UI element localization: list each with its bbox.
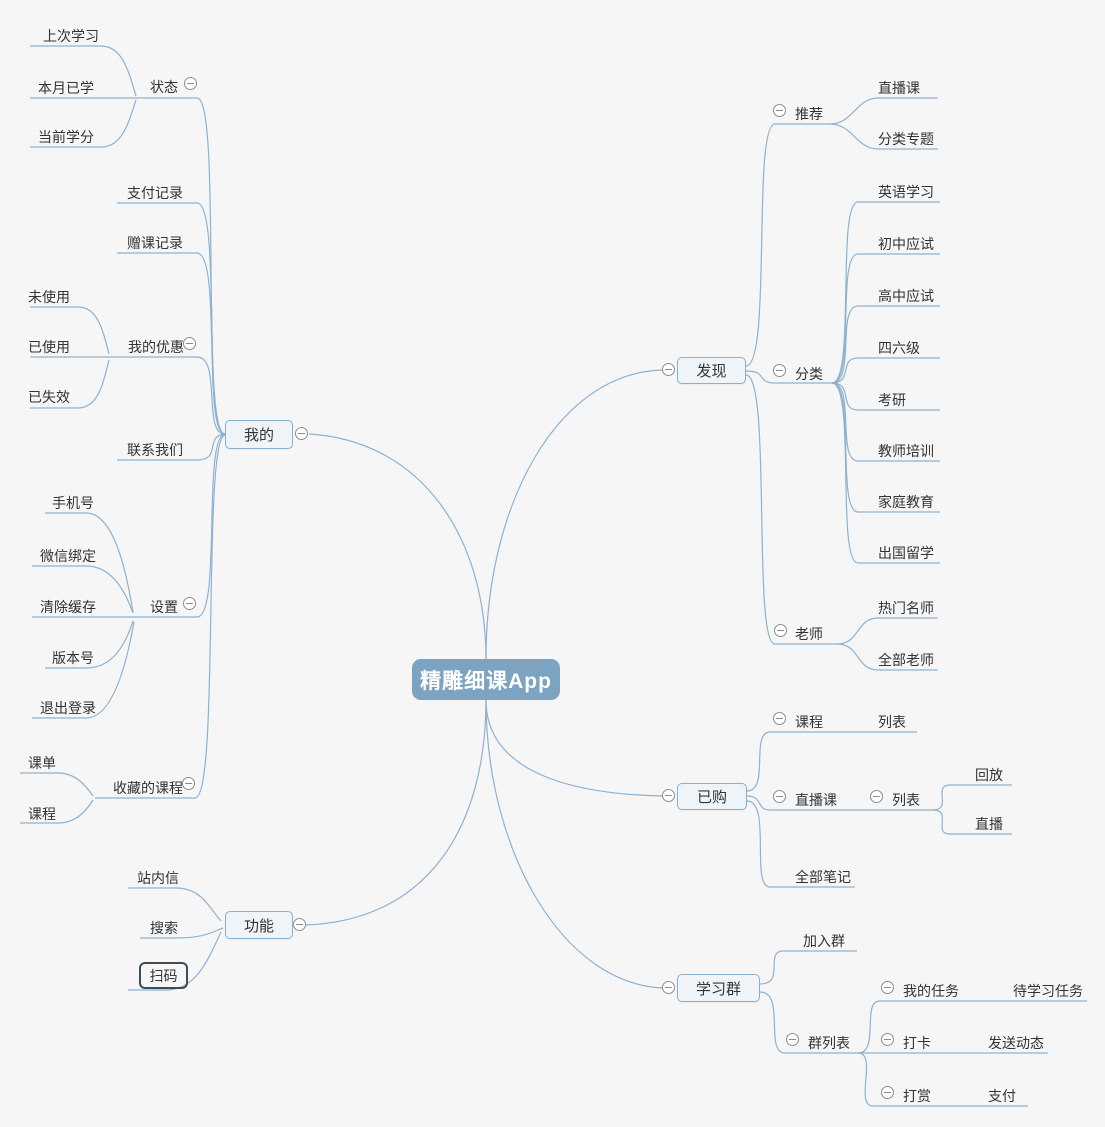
node-coupons[interactable]: 我的优惠	[128, 339, 184, 355]
node-join-group[interactable]: 加入群	[803, 933, 845, 949]
node-purchased-live-list[interactable]: 列表	[892, 792, 920, 808]
mine-branch-lines	[20, 45, 226, 824]
node-purchased[interactable]: 已购	[677, 783, 747, 810]
collapse-icon-features[interactable]	[293, 918, 306, 931]
node-mine[interactable]: 我的	[225, 420, 293, 449]
features-branch-lines	[128, 887, 224, 991]
node-category-teacher-training[interactable]: 教师培训	[878, 443, 934, 459]
collapse-icon-group-list[interactable]	[786, 1033, 799, 1046]
purchased-branch-lines	[746, 731, 1012, 888]
collapse-icon-favorites[interactable]	[182, 777, 195, 790]
collapse-icon-courses[interactable]	[773, 712, 786, 725]
node-purchased-courses[interactable]: 课程	[795, 714, 823, 730]
node-inbox[interactable]: 站内信	[137, 870, 179, 886]
node-all-notes[interactable]: 全部笔记	[795, 869, 851, 885]
node-category-kaoyan[interactable]: 考研	[878, 392, 906, 408]
node-purchased-courses-list[interactable]: 列表	[878, 714, 906, 730]
node-scan-selected[interactable]: 扫码	[139, 962, 188, 989]
node-category-senior[interactable]: 高中应试	[878, 288, 934, 304]
node-reward-pay[interactable]: 支付	[988, 1088, 1016, 1104]
node-favorites-course[interactable]: 课程	[28, 806, 56, 822]
node-discover[interactable]: 发现	[677, 357, 746, 384]
node-coupons-unused[interactable]: 未使用	[28, 289, 70, 305]
collapse-icon-checkin[interactable]	[881, 1033, 894, 1046]
node-recommend-topics[interactable]: 分类专题	[878, 131, 934, 147]
node-month-studied[interactable]: 本月已学	[38, 80, 94, 96]
node-contact-us[interactable]: 联系我们	[127, 442, 183, 458]
node-settings-logout[interactable]: 退出登录	[40, 700, 96, 716]
node-recommend-live[interactable]: 直播课	[878, 80, 920, 96]
node-settings[interactable]: 设置	[150, 599, 178, 615]
node-live-now[interactable]: 直播	[975, 816, 1003, 832]
node-settings-clear-cache[interactable]: 清除缓存	[40, 599, 96, 615]
collapse-icon-status[interactable]	[184, 77, 197, 90]
node-category-cet[interactable]: 四六级	[878, 340, 920, 356]
node-search[interactable]: 搜索	[150, 920, 178, 936]
node-status[interactable]: 状态	[150, 79, 178, 95]
node-categories[interactable]: 分类	[795, 366, 823, 382]
node-payment-records[interactable]: 支付记录	[127, 185, 183, 201]
node-coupons-used[interactable]: 已使用	[28, 339, 70, 355]
node-group-list[interactable]: 群列表	[808, 1035, 850, 1051]
node-live-replay[interactable]: 回放	[975, 767, 1003, 783]
collapse-icon-study-groups[interactable]	[662, 981, 675, 994]
collapse-icon-recommend[interactable]	[773, 104, 786, 117]
groups-branch-lines	[759, 950, 1087, 1107]
collapse-icon-my-tasks[interactable]	[881, 981, 894, 994]
collapse-icon-coupons[interactable]	[183, 337, 196, 350]
node-settings-version[interactable]: 版本号	[52, 650, 94, 666]
discover-branch-lines	[745, 97, 940, 671]
node-coupons-expired[interactable]: 已失效	[28, 389, 70, 405]
node-purchased-live[interactable]: 直播课	[795, 792, 837, 808]
root-node[interactable]: 精雕细课App	[412, 659, 560, 700]
collapse-icon-settings[interactable]	[183, 597, 196, 610]
node-settings-wechat[interactable]: 微信绑定	[40, 548, 96, 564]
collapse-icon-live-list[interactable]	[870, 790, 883, 803]
node-teachers-hot[interactable]: 热门名师	[878, 600, 934, 616]
node-gift-course-records[interactable]: 赠课记录	[127, 235, 183, 251]
node-my-tasks[interactable]: 我的任务	[903, 983, 959, 999]
collapse-icon-reward[interactable]	[881, 1086, 894, 1099]
node-reward[interactable]: 打赏	[903, 1088, 931, 1104]
collapse-icon-mine[interactable]	[295, 427, 308, 440]
root-branch-lines	[305, 369, 664, 989]
node-teachers[interactable]: 老师	[795, 626, 823, 642]
collapse-icon-live[interactable]	[773, 790, 786, 803]
node-category-abroad[interactable]: 出国留学	[878, 545, 934, 561]
node-category-english[interactable]: 英语学习	[878, 184, 934, 200]
node-last-study[interactable]: 上次学习	[43, 28, 99, 44]
collapse-icon-categories[interactable]	[773, 364, 786, 377]
node-checkin-post[interactable]: 发送动态	[988, 1035, 1044, 1051]
node-favorites[interactable]: 收藏的课程	[113, 780, 183, 796]
collapse-icon-purchased[interactable]	[662, 789, 675, 802]
node-study-groups[interactable]: 学习群	[677, 974, 760, 1002]
node-checkin[interactable]: 打卡	[903, 1035, 931, 1051]
node-category-family-edu[interactable]: 家庭教育	[878, 494, 934, 510]
node-features[interactable]: 功能	[225, 911, 293, 939]
node-recommend[interactable]: 推荐	[795, 106, 823, 122]
collapse-icon-teachers[interactable]	[774, 624, 787, 637]
node-settings-phone[interactable]: 手机号	[52, 495, 94, 511]
collapse-icon-discover[interactable]	[662, 363, 675, 376]
node-category-junior[interactable]: 初中应试	[878, 236, 934, 252]
node-current-credits[interactable]: 当前学分	[38, 129, 94, 145]
node-favorites-sheet[interactable]: 课单	[28, 755, 56, 771]
node-scan-label: 扫码	[149, 967, 178, 984]
node-teachers-all[interactable]: 全部老师	[878, 652, 934, 668]
node-my-tasks-todo[interactable]: 待学习任务	[1013, 983, 1083, 999]
